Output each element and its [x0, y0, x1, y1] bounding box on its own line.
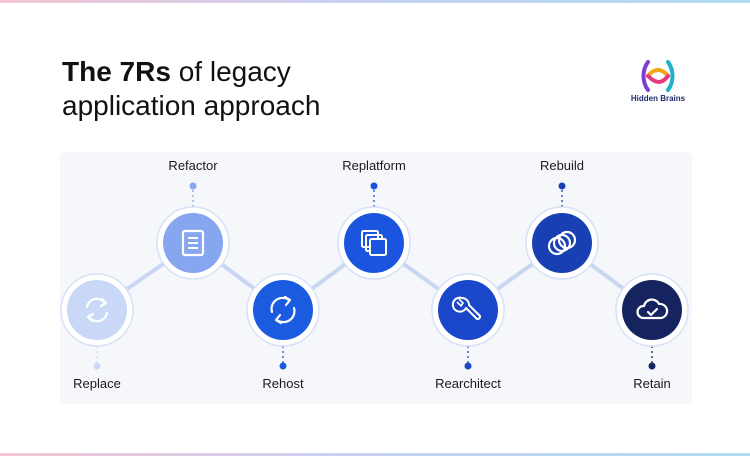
- wrench-icon: [451, 296, 482, 321]
- step-node-replatform: [337, 206, 411, 280]
- bottom-accent-line: [0, 453, 750, 456]
- step-node-rehost: [246, 273, 320, 347]
- cloud-check-icon: [636, 298, 669, 320]
- step-label-refactor: Refactor: [168, 158, 218, 173]
- page-title: The 7Rs of legacy application approach: [62, 55, 320, 123]
- stem-dot: [370, 182, 378, 190]
- step-label-replace: Replace: [73, 376, 121, 391]
- copy-icon: [361, 230, 387, 256]
- refresh-icon: [85, 297, 109, 323]
- hidden-brains-logo-icon: [641, 60, 675, 92]
- title-bold: The 7Rs: [62, 56, 171, 87]
- stem-dot: [93, 362, 101, 370]
- top-accent-line: [0, 0, 750, 3]
- rotate-arrows-icon: [270, 295, 296, 325]
- stem-dot: [189, 182, 197, 190]
- title-rest: of legacy: [170, 56, 291, 87]
- step-node-replace: [60, 273, 134, 347]
- step-node-rearchitect: [431, 273, 505, 347]
- step-label-retain: Retain: [633, 376, 671, 391]
- logo-text: Hidden Brains: [630, 94, 686, 103]
- stem-dot: [464, 362, 472, 370]
- step-node-retain: [615, 273, 689, 347]
- stem-dot: [279, 362, 287, 370]
- stem-dot: [558, 182, 566, 190]
- step-label-replatform: Replatform: [342, 158, 406, 173]
- step-label-rearchitect: Rearchitect: [435, 376, 501, 391]
- logo: Hidden Brains: [622, 58, 694, 108]
- step-node-refactor: [156, 206, 230, 280]
- step-node-rebuild: [525, 206, 599, 280]
- document-icon: [181, 229, 205, 257]
- title-line2: application approach: [62, 90, 321, 121]
- step-label-rehost: Rehost: [262, 376, 304, 391]
- stem-dot: [648, 362, 656, 370]
- step-label-rebuild: Rebuild: [539, 158, 585, 173]
- rings-icon: [547, 230, 577, 256]
